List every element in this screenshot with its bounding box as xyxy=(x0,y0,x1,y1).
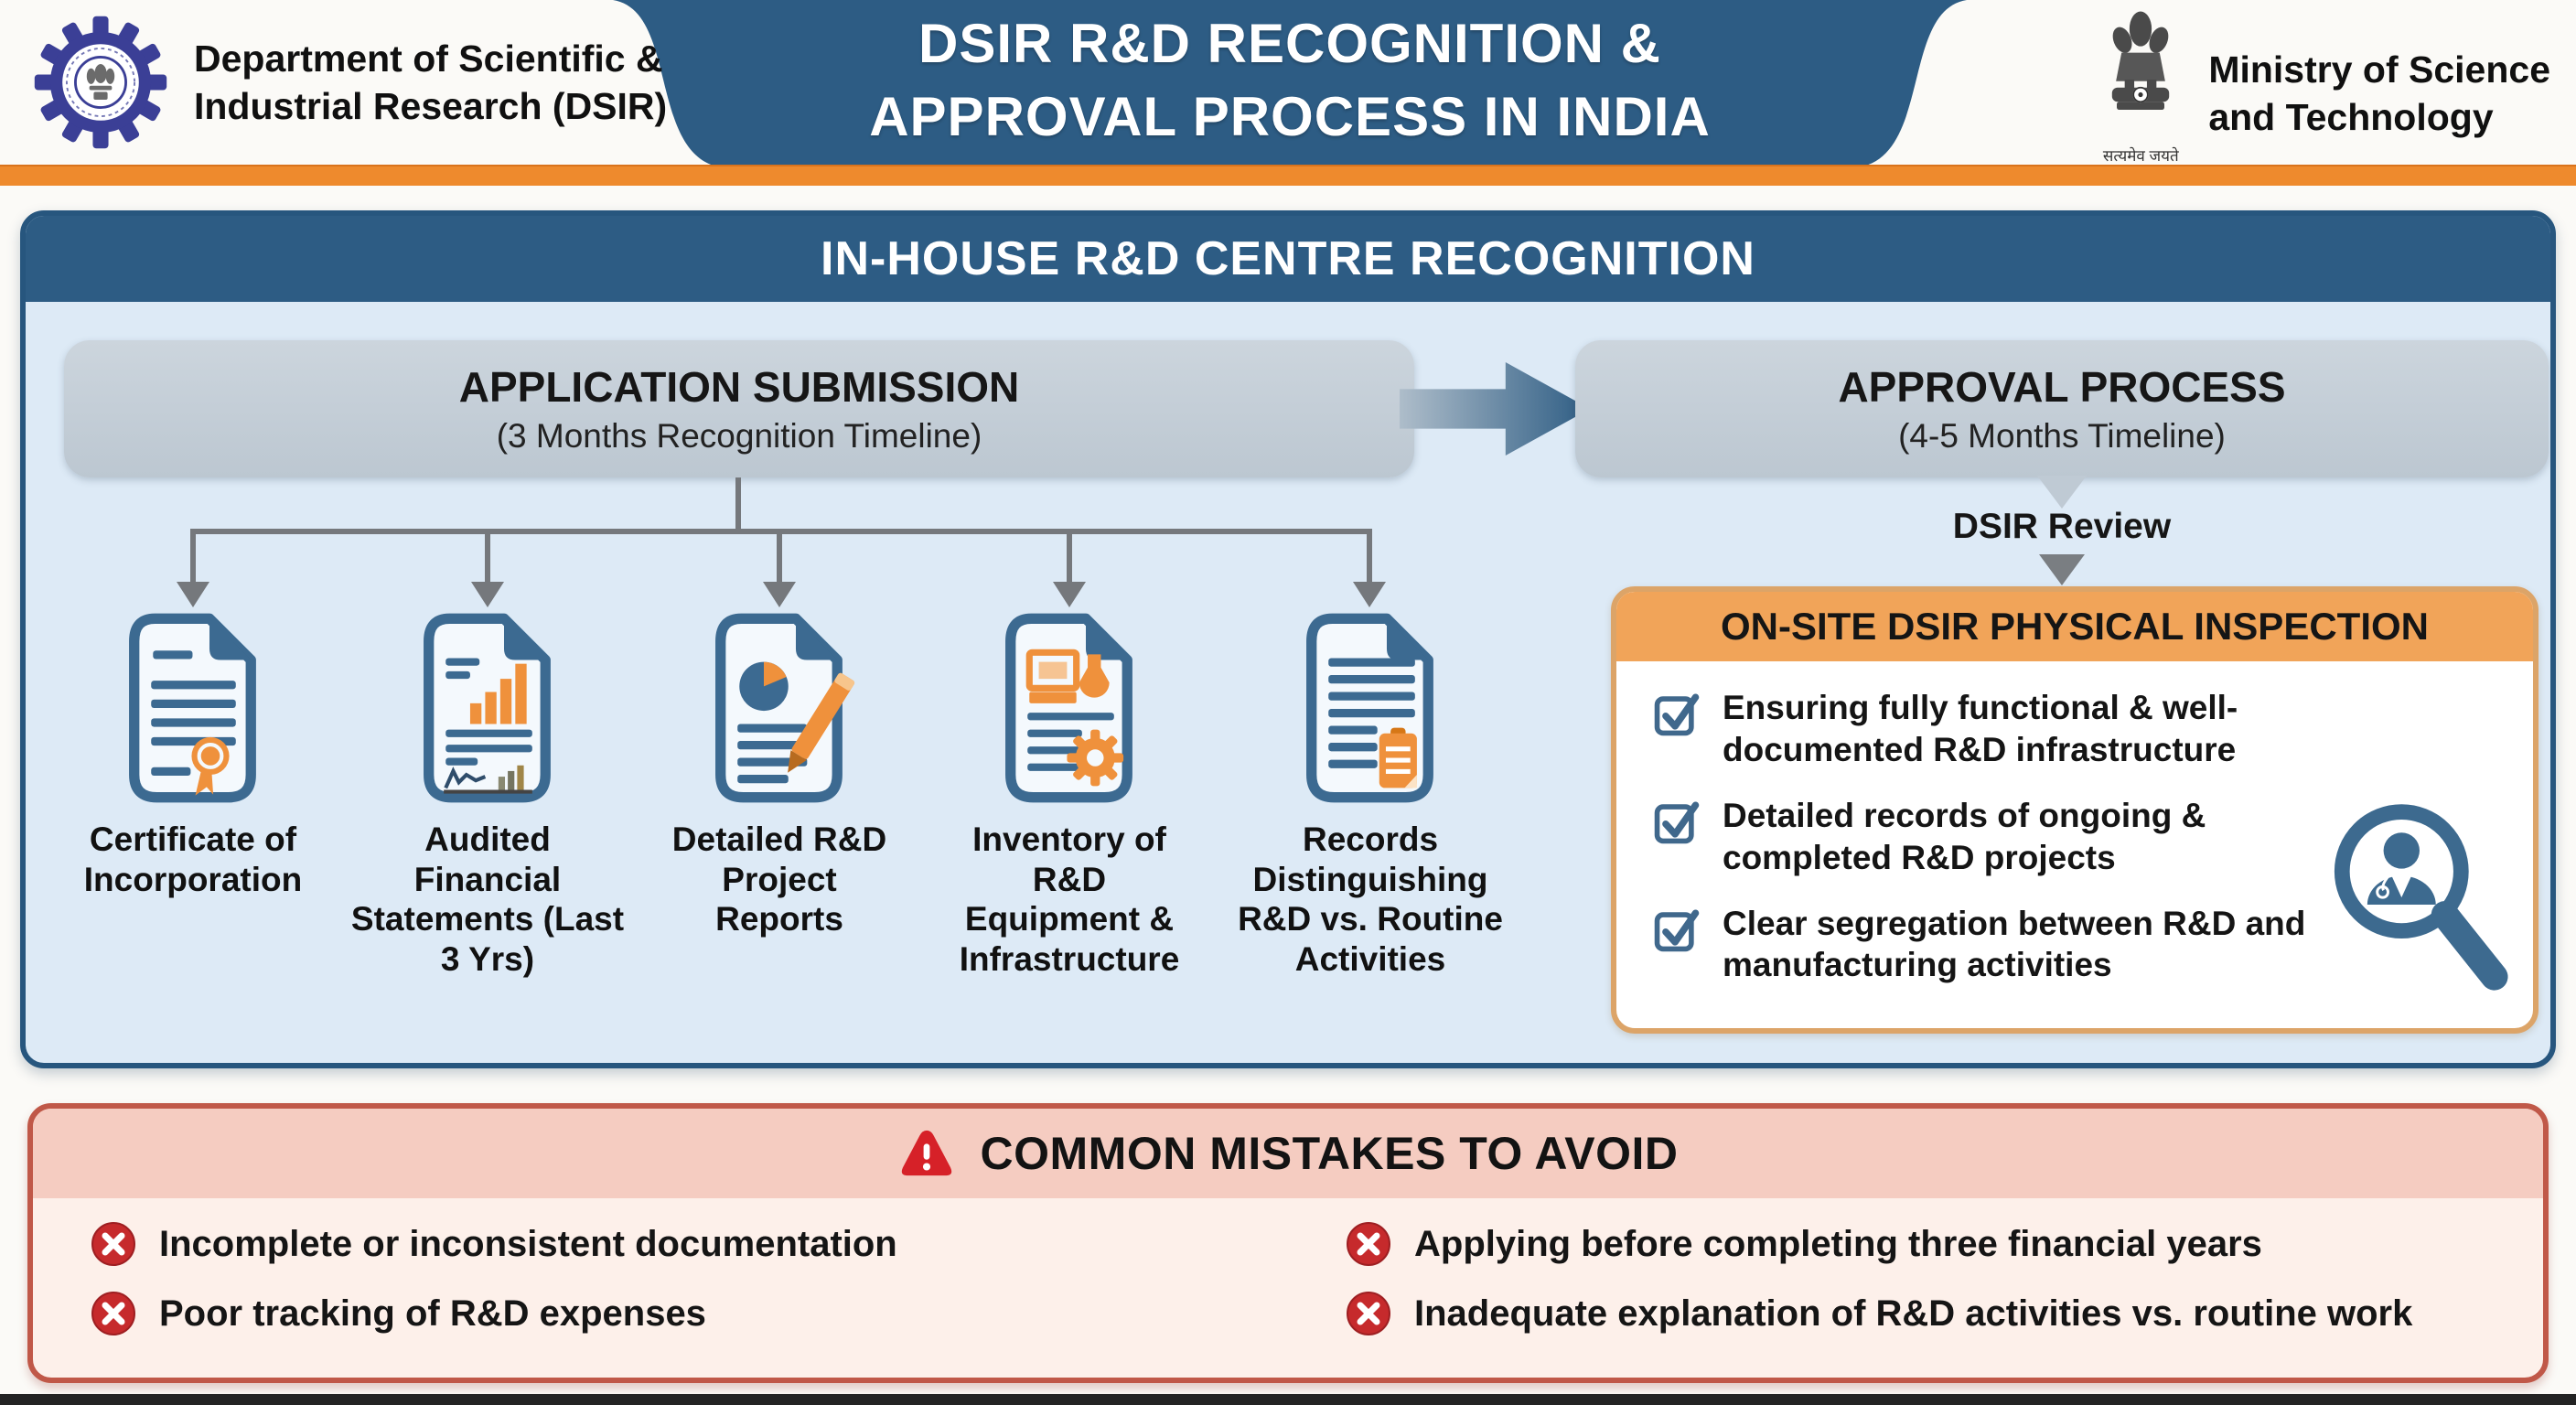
down-arrow-icon xyxy=(471,582,504,607)
checklist-item: Clear segregation between R&D and manufa… xyxy=(1651,903,2515,987)
inspection-checklist: Ensuring fully functional & well-documen… xyxy=(1616,661,2533,986)
clipboard-notes-document-icon xyxy=(1305,613,1433,803)
down-arrow-icon xyxy=(763,582,796,607)
mistake-item: Incomplete or inconsistent documentation xyxy=(90,1220,1288,1268)
connector-drop xyxy=(485,529,490,584)
inspection-box: ON-SITE DSIR PHYSICAL INSPECTION Ensurin… xyxy=(1611,586,2538,1034)
error-cross-icon xyxy=(91,1292,135,1335)
document-item: Audited Financial Statements (Last 3 Yrs… xyxy=(337,609,639,980)
mistakes-title: COMMON MISTAKES TO AVOID xyxy=(980,1128,1679,1179)
checklist-item: Ensuring fully functional & well-documen… xyxy=(1651,687,2515,771)
pencil-icon xyxy=(787,672,854,773)
checklist-item: Detailed records of ongoing & completed … xyxy=(1651,795,2515,879)
mistake-item: Applying before completing three financi… xyxy=(1345,1220,2543,1268)
down-arrow-icon xyxy=(177,582,209,607)
document-label: Certificate of Incorporation xyxy=(83,820,303,898)
application-subtitle: (3 Months Recognition Timeline) xyxy=(496,417,982,455)
dsir-org-name-line2: Industrial Research (DSIR) xyxy=(194,85,668,127)
checklist-text: Clear segregation between R&D and manufa… xyxy=(1723,904,2306,984)
application-submission-box: APPLICATION SUBMISSION (3 Months Recogni… xyxy=(64,340,1414,477)
document-label: Detailed R&D Project Reports xyxy=(671,820,887,938)
header-accent-bar xyxy=(0,165,2576,186)
recognition-panel-title: IN-HOUSE R&D CENTRE RECOGNITION xyxy=(26,216,2550,302)
document-item: Detailed R&D Project Reports xyxy=(628,609,930,939)
checkbox-checked-icon xyxy=(1654,908,1700,951)
common-mistakes-panel: COMMON MISTAKES TO AVOID Incomplete or i… xyxy=(27,1103,2549,1383)
approval-title: APPROVAL PROCESS xyxy=(1838,363,2286,411)
mistake-item: Inadequate explanation of R&D activities… xyxy=(1345,1290,2543,1337)
document-item: Records Distinguishing R&D vs. Routine A… xyxy=(1219,609,1521,980)
checklist-text: Detailed records of ongoing & completed … xyxy=(1723,796,2206,876)
ashoka-emblem-icon xyxy=(2112,11,2170,110)
error-cross-icon xyxy=(1347,1222,1390,1266)
ministry-name-line2: and Technology xyxy=(2208,96,2494,139)
connector-drop xyxy=(1067,529,1072,584)
ministry-name: Ministry of Science and Technology xyxy=(2208,46,2550,142)
mistake-item: Poor tracking of R&D expenses xyxy=(90,1290,1288,1337)
ashoka-emblem-wrap: सत्यमेव जयते xyxy=(2093,5,2188,166)
page-header: DSIR R&D RECOGNITION & APPROVAL PROCESS … xyxy=(0,0,2576,186)
bottom-edge-bar xyxy=(0,1394,2576,1405)
dsir-org-name: Department of Scientific & Industrial Re… xyxy=(194,35,667,131)
connector-drop xyxy=(1367,529,1372,584)
bar-chart-document-icon xyxy=(423,613,551,803)
connector-stem xyxy=(735,477,741,531)
down-arrow-icon xyxy=(2039,554,2085,585)
pie-chart-pencil-document-icon xyxy=(714,613,854,803)
equipment-gear-document-icon xyxy=(1004,613,1132,803)
dsir-org-block: Department of Scientific & Industrial Re… xyxy=(31,13,667,152)
mistake-text: Inadequate explanation of R&D activities… xyxy=(1414,1292,2413,1334)
ribbon-seal-icon xyxy=(190,736,230,796)
mistakes-left-column: Incomplete or inconsistent documentation… xyxy=(33,1220,1288,1337)
gear-icon xyxy=(1066,729,1123,787)
down-arrow-icon xyxy=(1353,582,1386,607)
mistake-text: Poor tracking of R&D expenses xyxy=(159,1292,706,1334)
mistake-text: Incomplete or inconsistent documentation xyxy=(159,1223,897,1264)
connector-drop xyxy=(777,529,782,584)
document-item: Certificate of Incorporation xyxy=(42,609,344,899)
flow-right-arrow-icon xyxy=(1400,361,1591,456)
connector-drop xyxy=(190,529,196,584)
down-arrow-icon xyxy=(1053,582,1086,607)
recognition-panel: IN-HOUSE R&D CENTRE RECOGNITION APPLICAT… xyxy=(20,210,2556,1068)
approval-box-tail xyxy=(2037,476,2087,509)
inspection-title: ON-SITE DSIR PHYSICAL INSPECTION xyxy=(1616,592,2533,661)
document-label: Audited Financial Statements (Last 3 Yrs… xyxy=(350,820,625,978)
mistakes-body: Incomplete or inconsistent documentation… xyxy=(33,1198,2543,1337)
document-item: Inventory of R&D Equipment & Infrastruct… xyxy=(918,609,1220,980)
ministry-org-block: सत्यमेव जयते Ministry of Science and Tec… xyxy=(2093,5,2550,166)
page-title: DSIR R&D RECOGNITION & APPROVAL PROCESS … xyxy=(585,7,1994,154)
approval-subtitle: (4-5 Months Timeline) xyxy=(1898,417,2226,455)
ministry-name-line1: Ministry of Science xyxy=(2208,48,2550,91)
approval-process-box: APPROVAL PROCESS (4-5 Months Timeline) xyxy=(1575,340,2549,477)
mistake-text: Applying before completing three financi… xyxy=(1414,1223,2262,1264)
page-title-line2: APPROVAL PROCESS IN INDIA xyxy=(869,85,1711,147)
checklist-text: Ensuring fully functional & well-documen… xyxy=(1723,689,2238,768)
clipboard-icon xyxy=(1379,727,1417,788)
mistakes-header: COMMON MISTAKES TO AVOID xyxy=(33,1109,2543,1198)
checkbox-checked-icon xyxy=(1654,693,1700,736)
application-title: APPLICATION SUBMISSION xyxy=(458,363,1020,411)
emblem-caption: सत्यमेव जयते xyxy=(2102,147,2179,165)
lab-equipment-icon xyxy=(1025,649,1110,703)
error-cross-icon xyxy=(91,1222,135,1266)
dsir-org-name-line1: Department of Scientific & xyxy=(194,37,663,80)
checkbox-checked-icon xyxy=(1654,801,1700,843)
page-title-line1: DSIR R&D RECOGNITION & xyxy=(918,13,1662,74)
certificate-seal-document-icon xyxy=(128,613,256,803)
warning-triangle-icon xyxy=(901,1130,951,1176)
dsir-gear-logo-icon xyxy=(34,16,167,149)
document-label: Records Distinguishing R&D vs. Routine A… xyxy=(1238,820,1503,978)
dsir-review-label: DSIR Review xyxy=(1952,507,2172,546)
error-cross-icon xyxy=(1347,1292,1390,1335)
title-banner-shape xyxy=(613,0,1967,168)
mistakes-right-column: Applying before completing three financi… xyxy=(1288,1220,2543,1337)
document-label: Inventory of R&D Equipment & Infrastruct… xyxy=(959,820,1180,978)
